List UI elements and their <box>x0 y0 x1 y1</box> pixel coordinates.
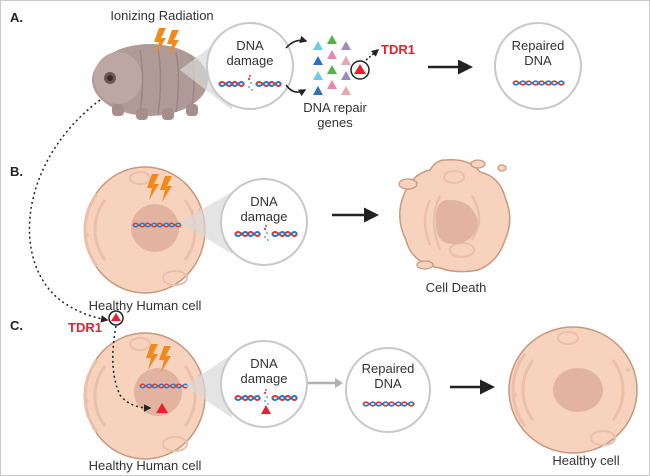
dna-damage-bubble-c: DNA damage <box>220 340 308 428</box>
bubble-line1: Repaired <box>512 38 565 53</box>
gene-triangle-icon <box>327 80 337 89</box>
tdr1-protein-at-break <box>261 405 271 414</box>
panel-b-label: B. <box>10 164 23 179</box>
zoom-cone <box>180 192 232 254</box>
tdr1-entry-dotted-arrow <box>112 325 152 412</box>
dna-repair-genes-cluster <box>313 35 351 95</box>
ionizing-radiation-label: Ionizing Radiation <box>110 8 213 23</box>
tdr1-protein-icon-c <box>111 313 121 321</box>
gene-triangle-icon <box>313 71 323 80</box>
arrow-head-grey <box>335 378 343 388</box>
gene-triangle-icon <box>341 41 351 50</box>
cell-label-c: Healthy Human cell <box>89 458 202 473</box>
genes-label-line2: genes <box>317 115 353 130</box>
gene-triangle-icon <box>327 65 337 74</box>
cell-death-label: Cell Death <box>426 280 487 295</box>
repaired-dna-bubble-a: Repaired DNA <box>494 22 582 110</box>
bubble-line2: DNA <box>374 376 402 391</box>
dying-cell <box>398 159 511 273</box>
tdr1-label-a: TDR1 <box>381 42 415 57</box>
repaired-dna-bubble-c: Repaired DNA <box>345 347 431 433</box>
tdr1-label-c: TDR1 <box>68 320 102 335</box>
bubble-line1: DNA <box>236 38 264 53</box>
tdr1-dotted-arrow <box>365 49 380 61</box>
bubble-line2: DNA <box>524 53 552 68</box>
healthy-cell-label: Healthy cell <box>552 453 619 468</box>
panel-a-label: A. <box>10 10 23 25</box>
bubble-line2: damage <box>241 371 288 386</box>
bubble-line1: DNA <box>250 356 278 371</box>
dna-damage-bubble-a: DNA damage <box>206 22 294 110</box>
panel-c-label: C. <box>10 318 23 333</box>
healthy-human-cell-c <box>83 332 206 460</box>
gene-triangle-icon <box>313 56 323 65</box>
arrow-to-genes-top <box>285 35 308 49</box>
healthy-cell-result <box>508 326 638 454</box>
arrow-to-genes-bottom <box>285 84 307 97</box>
gene-triangle-icon <box>313 86 323 95</box>
gene-triangle-icon <box>341 86 351 95</box>
tdr1-protein-in-nucleus <box>156 403 168 413</box>
bubble-line1: DNA <box>250 194 278 209</box>
zoom-cone <box>185 354 232 418</box>
gene-triangle-icon <box>327 50 337 59</box>
healthy-human-cell-b <box>83 166 206 294</box>
tardigrade-icon <box>92 44 208 120</box>
gene-triangle-icon <box>327 35 337 44</box>
tdr1-protein-icon <box>354 64 366 74</box>
bubble-line2: damage <box>241 209 288 224</box>
dna-damage-bubble-b: DNA damage <box>220 178 308 266</box>
gene-triangle-icon <box>341 71 351 80</box>
bubble-line1: Repaired <box>362 361 415 376</box>
bubble-line2: damage <box>227 53 274 68</box>
cell-label-b: Healthy Human cell <box>89 298 202 313</box>
gene-triangle-icon <box>313 41 323 50</box>
genes-label-line1: DNA repair <box>303 100 367 115</box>
gene-triangle-icon <box>341 56 351 65</box>
